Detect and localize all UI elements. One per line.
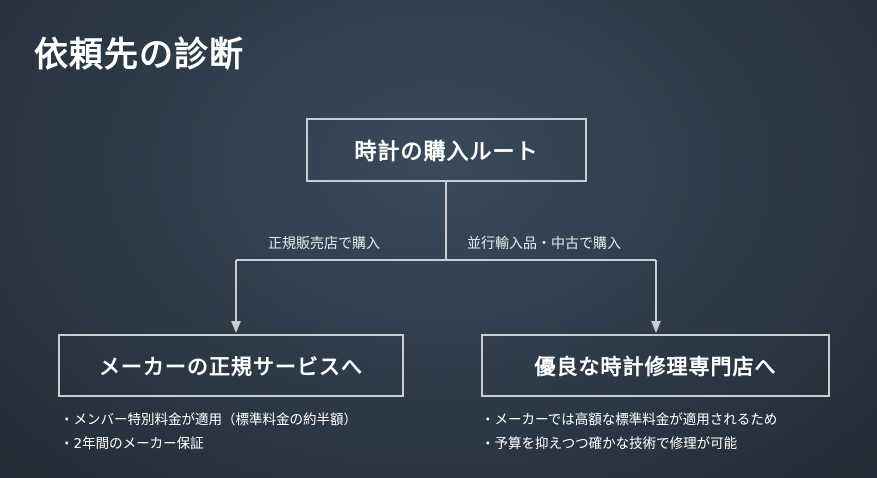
- root-node-label: 時計の購入ルート: [354, 140, 539, 165]
- repair-shop-node: 優良な時計修理専門店へ: [481, 334, 830, 397]
- maker-service-notes: ・メンバー特別料金が適用（標準料金の約半額） ・2年間のメーカー保証: [60, 408, 357, 456]
- list-item: ・予算を抑えつつ確かな技術で修理が可能: [481, 436, 738, 452]
- maker-service-node-label: メーカーの正規サービスへ: [99, 354, 363, 379]
- page-title: 依頼先の診断: [34, 35, 244, 75]
- root-node: 時計の購入ルート: [306, 118, 587, 182]
- list-item: ・2年間のメーカー保証: [60, 436, 204, 452]
- edge-label-parallel-import: 並行輸入品・中古で購入: [467, 236, 621, 252]
- edge-label-authorized-dealer: 正規販売店で購入: [268, 236, 380, 252]
- list-item: ・メンバー特別料金が適用（標準料金の約半額）: [60, 412, 357, 428]
- repair-shop-notes: ・メーカーでは高額な標準料金が適用されるため ・予算を抑えつつ確かな技術で修理が…: [481, 408, 777, 456]
- repair-shop-node-label: 優良な時計修理専門店へ: [534, 354, 777, 379]
- maker-service-node: メーカーの正規サービスへ: [58, 334, 404, 397]
- list-item: ・メーカーでは高額な標準料金が適用されるため: [481, 412, 778, 428]
